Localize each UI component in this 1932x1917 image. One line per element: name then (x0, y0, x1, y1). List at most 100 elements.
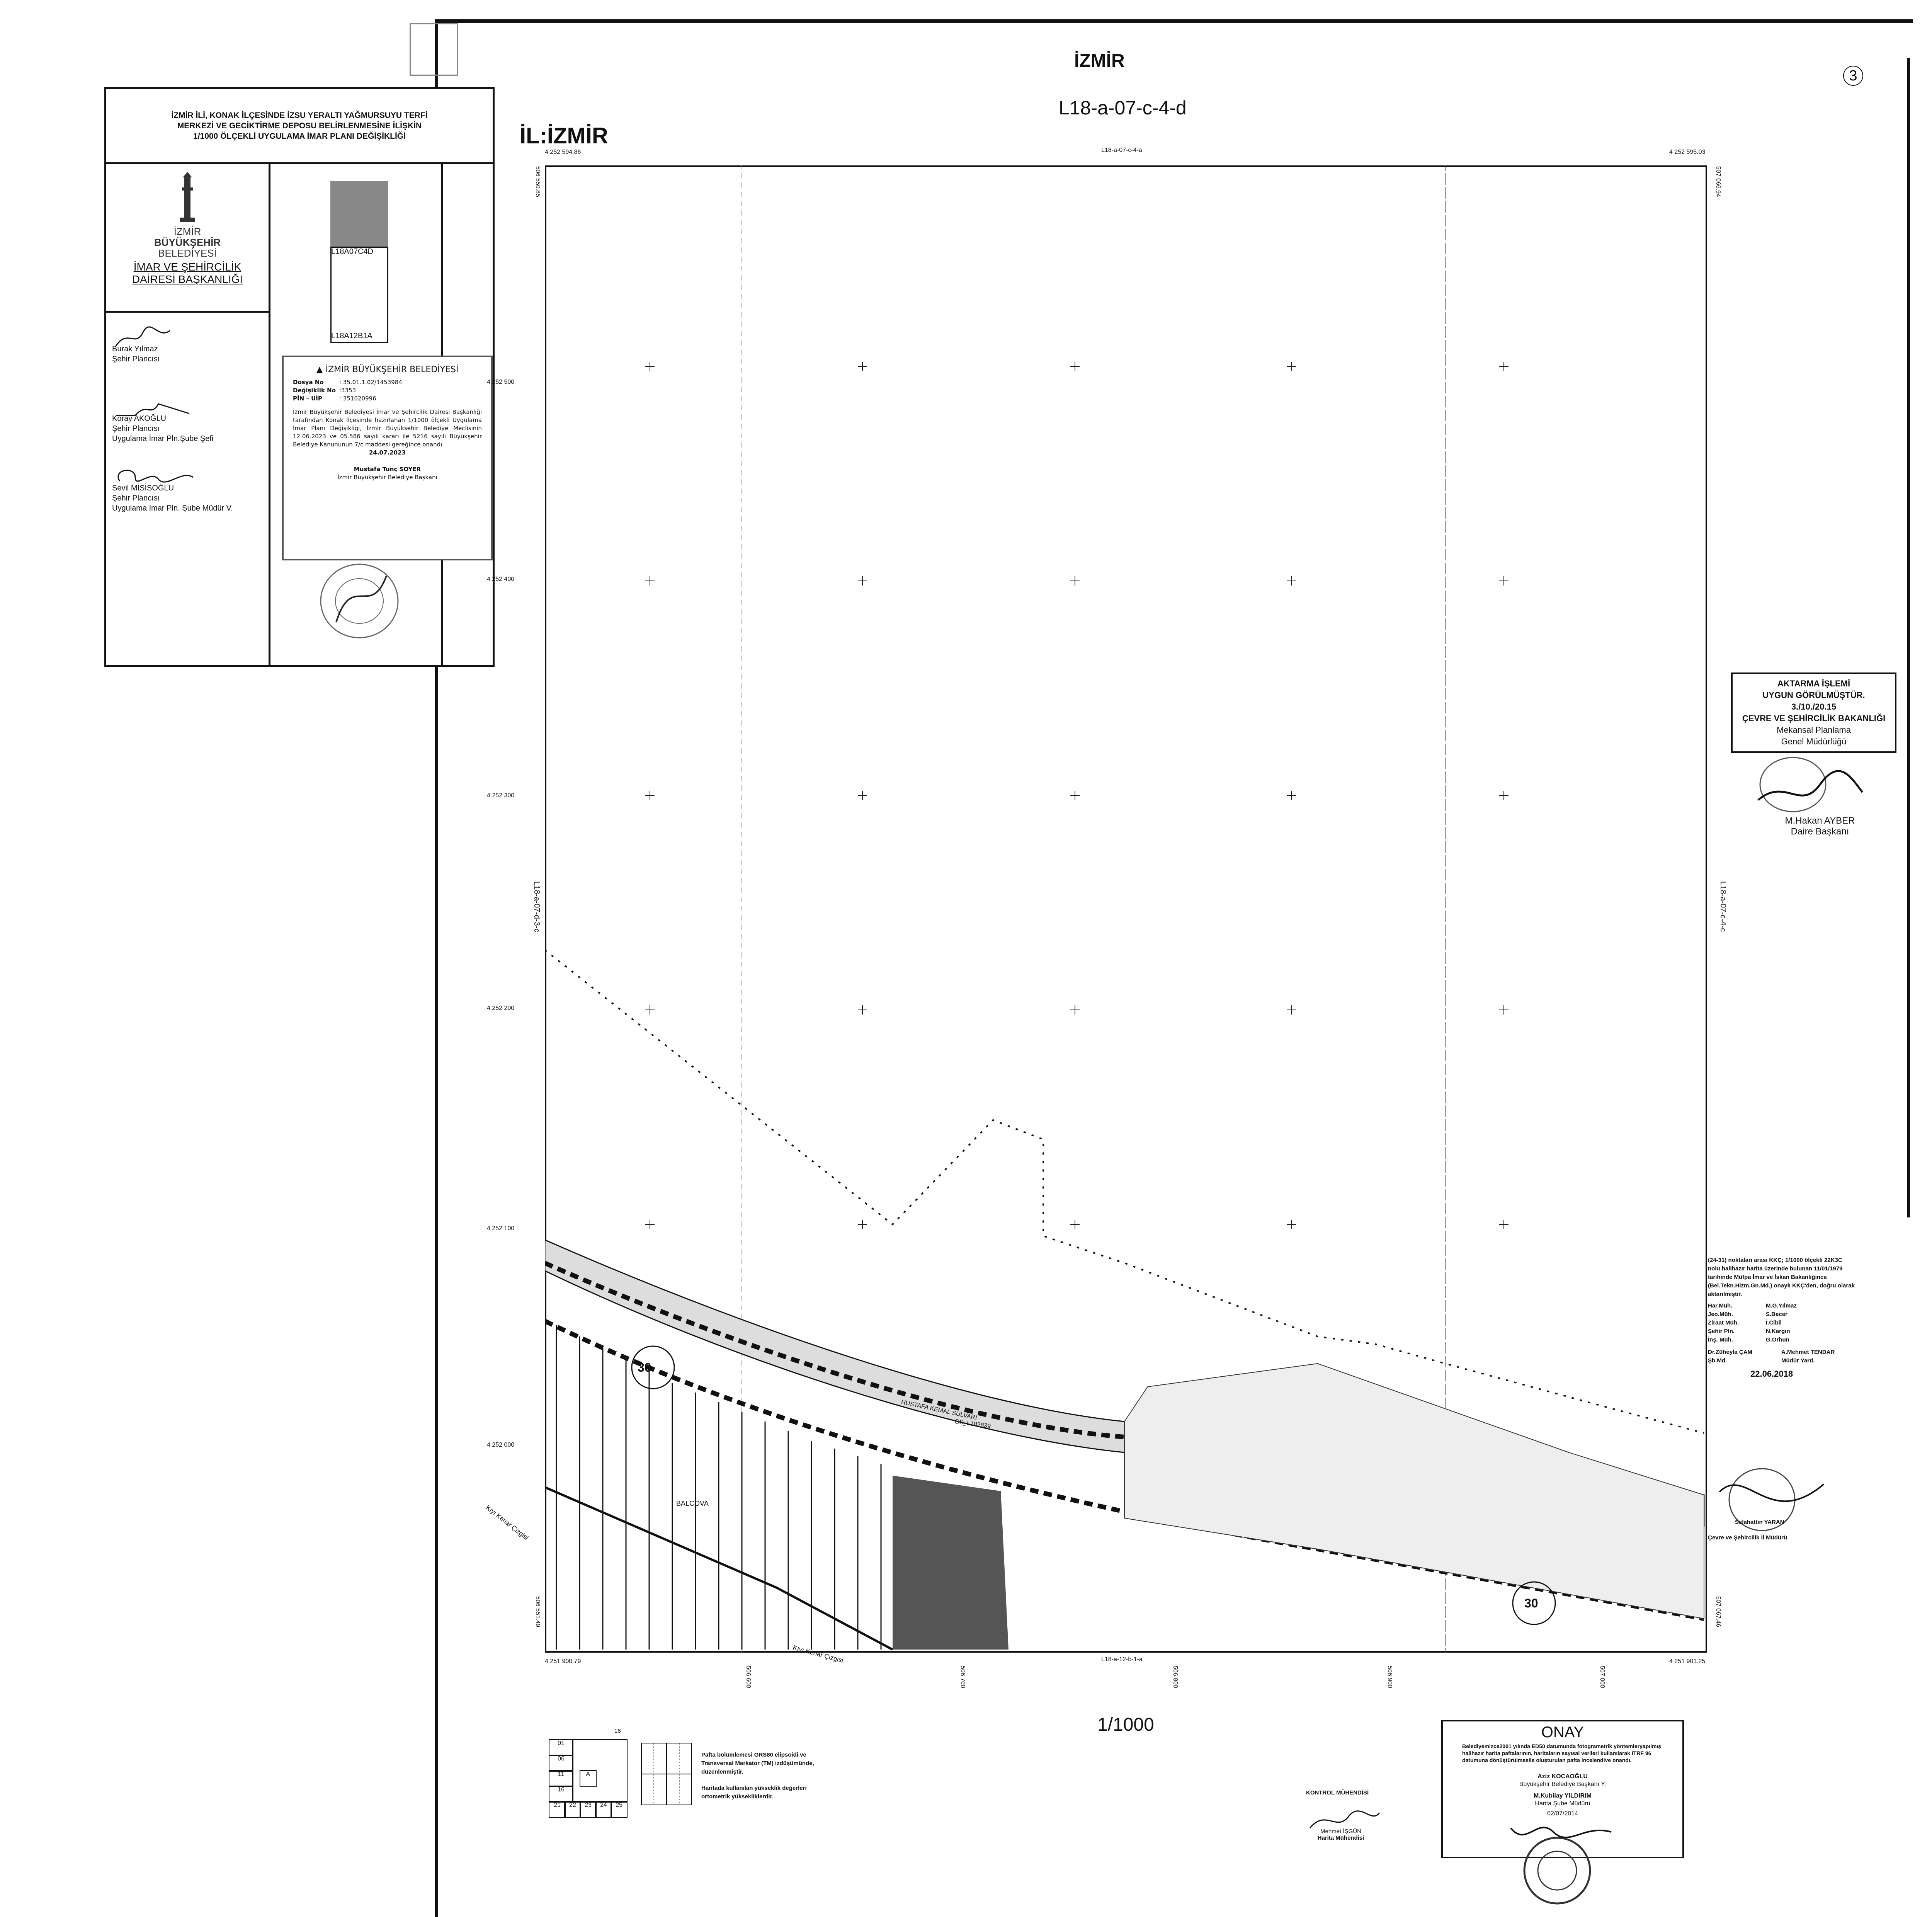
onay-box: ONAY Belediyemizce2001 yılında ED50 datu… (1441, 1720, 1684, 1858)
index-label-top: L18A07C4D (331, 247, 373, 256)
index-label-bottom: L18A12B1A (331, 332, 372, 340)
onay-signer2: M.Kubilay YILDIRIM (1534, 1793, 1592, 1799)
transfer-date: 3./10./20.15 (1791, 702, 1837, 712)
plan-title-line-1: İZMİR İLİ, KONAK İLÇESİNDE İZSU YERALTI … (171, 111, 428, 120)
approval-signer: Mustafa Tunç SOYER (354, 466, 421, 473)
dept-line-1: İMAR VE ŞEHİRCİLİK (133, 261, 242, 273)
logo-org-2: BELEDİYESİ (158, 247, 217, 259)
ministry-seal-icon (1757, 757, 1864, 812)
kkc-chief: Dr.Züheyla ÇAM (1708, 1349, 1753, 1355)
corner-coord-bl: 4 251 900.79 (545, 1658, 581, 1665)
index-cell: 24 (595, 1801, 612, 1818)
map-drawing (545, 165, 1705, 1653)
index-cell: 22 (564, 1801, 581, 1818)
kkc-name: İ.Cibil (1766, 1319, 1782, 1326)
corner-marker (410, 23, 458, 76)
index-cell: 06 (549, 1755, 573, 1772)
sheet-code: L18-a-07-c-4-d (1059, 97, 1187, 119)
approval-value: :3353 (339, 387, 356, 394)
index-number: 18 (614, 1728, 621, 1734)
onay-seal-icon (1510, 1827, 1612, 1905)
corner-coord-left-top: 506 550.85 (534, 166, 541, 197)
approval-org-text: İZMİR BÜYÜKŞEHİR BELEDİYESİ (325, 365, 459, 375)
approval-date: 24.07.2023 (369, 449, 406, 456)
projection-note-line: Haritada kullanılan yükseklik değerleri (701, 1785, 807, 1791)
kkc-row: Şehir Pln.N.Kargın (1708, 1327, 1855, 1336)
control-label: KONTROL MÜHENDİSİ (1306, 1789, 1369, 1796)
kkc-note: (24-31) noktaları arası KKÇ; 1/1000 ölçe… (1708, 1256, 1855, 1378)
signer-2-role: Uygulama İmar Pln.Şube Şefi (112, 434, 214, 443)
approval-label: PİN – UİP (293, 395, 322, 402)
northing-label: 4 252 000 (487, 1442, 515, 1448)
tower-logo-icon: ▲ (316, 365, 326, 375)
kkc-row: Jeo.Müh. S.Becer (1708, 1310, 1855, 1319)
provincial-seal-icon (1719, 1468, 1825, 1531)
map-number-right: 30 (1524, 1596, 1538, 1610)
projection-note-line: düzenlenmiştir. (701, 1769, 744, 1775)
approval-stamp: ▲ İZMİR BÜYÜKŞEHİR BELEDİYESİ Dosya No: … (282, 356, 493, 560)
plan-title-line-3: 1/1000 ÖLÇEKLİ UYGULAMA İMAR PLANI DEĞİŞ… (193, 132, 406, 141)
kkc-role: Ziraat Müh. (1708, 1319, 1739, 1326)
kkc-note-text: (24-31) noktaları arası KKÇ; 1/1000 ölçe… (1708, 1257, 1855, 1297)
index-cell: 25 (611, 1801, 628, 1818)
kkc-role: Jeo.Müh. (1708, 1311, 1733, 1318)
corner-coord-tl: 4 252 594.86 (545, 149, 581, 155)
index-cell: 16 (549, 1786, 573, 1803)
sheet-subdivision-icon (641, 1743, 692, 1805)
index-cell: 01 (549, 1739, 573, 1756)
index-map-current (330, 181, 388, 247)
projection-note-line: ortometrik yüksekliklerdir. (701, 1793, 774, 1800)
approval-value: : 351020996 (339, 395, 376, 402)
neighbor-sheet-bottom: L18-a-12-b-1-a (1101, 1656, 1143, 1663)
logo-org: BÜYÜKŞEHİR (154, 237, 221, 248)
signer-3: Sevil MİSİSOĞLU Şehir Plancısı Uygulama … (112, 483, 233, 513)
northing-label: 4 252 500 (487, 379, 515, 385)
index-cell: 21 (549, 1801, 566, 1818)
kkc-role: Har.Müh. (1708, 1302, 1733, 1309)
signer-1-name: Burak Yılmaz (112, 345, 158, 353)
signature-1 (115, 326, 170, 346)
neighbor-sheet-top: L18-a-07-c-4-a (1101, 147, 1142, 153)
easting-label: 506 900 (1386, 1666, 1393, 1688)
title-divider (106, 311, 269, 313)
top-frame-line (437, 19, 1913, 23)
kkc-row: Har.Müh.M.G.Yılmaz (1708, 1302, 1855, 1310)
signer-1-title: Şehir Plancısı (112, 355, 160, 363)
kkc-role: İnş. Müh. (1708, 1336, 1733, 1343)
corner-coord-tr: 4 252 595.03 (1669, 149, 1706, 155)
approval-body: İzmir Büyükşehir Belediyesi İmar ve Şehi… (293, 409, 482, 448)
kkc-chief-titles: Şb.Md.Müdür Yard. (1708, 1357, 1855, 1365)
kkc-row: Ziraat Müh. İ.Cibil (1708, 1319, 1855, 1327)
parcel-label: BALCOVA (676, 1500, 709, 1507)
easting-label: 506 800 (1172, 1666, 1179, 1688)
signer-2: Koray AKOĞLU Şehir Plancısı Uygulama İma… (112, 414, 213, 444)
control-title: Harita Mühendisi (1317, 1835, 1364, 1841)
map-scale: 1/1000 (1097, 1714, 1154, 1735)
left-frame-line (435, 19, 438, 1917)
map-number-left: 30 (638, 1360, 651, 1374)
shoreline-label: Kıyı Kenar Çizgisi (484, 1503, 530, 1542)
signer-3-role: Uygulama İmar Pln. Şube Müdür V. (112, 504, 233, 512)
approval-org: ▲ İZMİR BÜYÜKŞEHİR BELEDİYESİ (293, 366, 482, 374)
plan-title-line-2: MERKEZİ VE GECİKTİRME DEPOSU BELİRLENMES… (177, 121, 422, 130)
kkc-date: 22.06.2018 (1750, 1369, 1793, 1379)
onay-text: Belediyemizce2001 yılında ED50 datumunda… (1462, 1743, 1662, 1763)
transfer-signer: M.Hakan AYBER (1785, 815, 1855, 826)
kkc-chief-2: A.Mehmet TENDAR (1781, 1349, 1835, 1355)
index-cell: 23 (580, 1801, 597, 1818)
kkc-chiefs: Dr.Züheyla ÇAM A.Mehmet TENDAR (1708, 1348, 1855, 1357)
signer-2-name: Koray AKOĞLU (112, 414, 167, 423)
index-cell: A (580, 1770, 597, 1787)
projection-note-line: Pafta bölümlemesi GRS80 elipsoidi ve (701, 1752, 806, 1758)
city-title: İZMİR (1074, 51, 1125, 71)
province-label: İL:İZMİR (520, 123, 608, 148)
control-name: Mehmet İŞGÜN (1320, 1828, 1361, 1835)
kkc-chief-2-title: Müdür Yard. (1781, 1357, 1815, 1364)
kkc-name: S.Becer (1766, 1311, 1787, 1318)
transfer-line: Mekansal Planlama (1777, 725, 1851, 735)
logo-city: İZMİR (173, 226, 201, 237)
municipal-seal-icon (320, 564, 399, 638)
projection-note-line: Transversal Merkator (TM) izdüşümünde, (701, 1760, 814, 1767)
right-frame-line (1907, 58, 1910, 1217)
corner-coord-br: 4 251 901.25 (1669, 1658, 1706, 1665)
